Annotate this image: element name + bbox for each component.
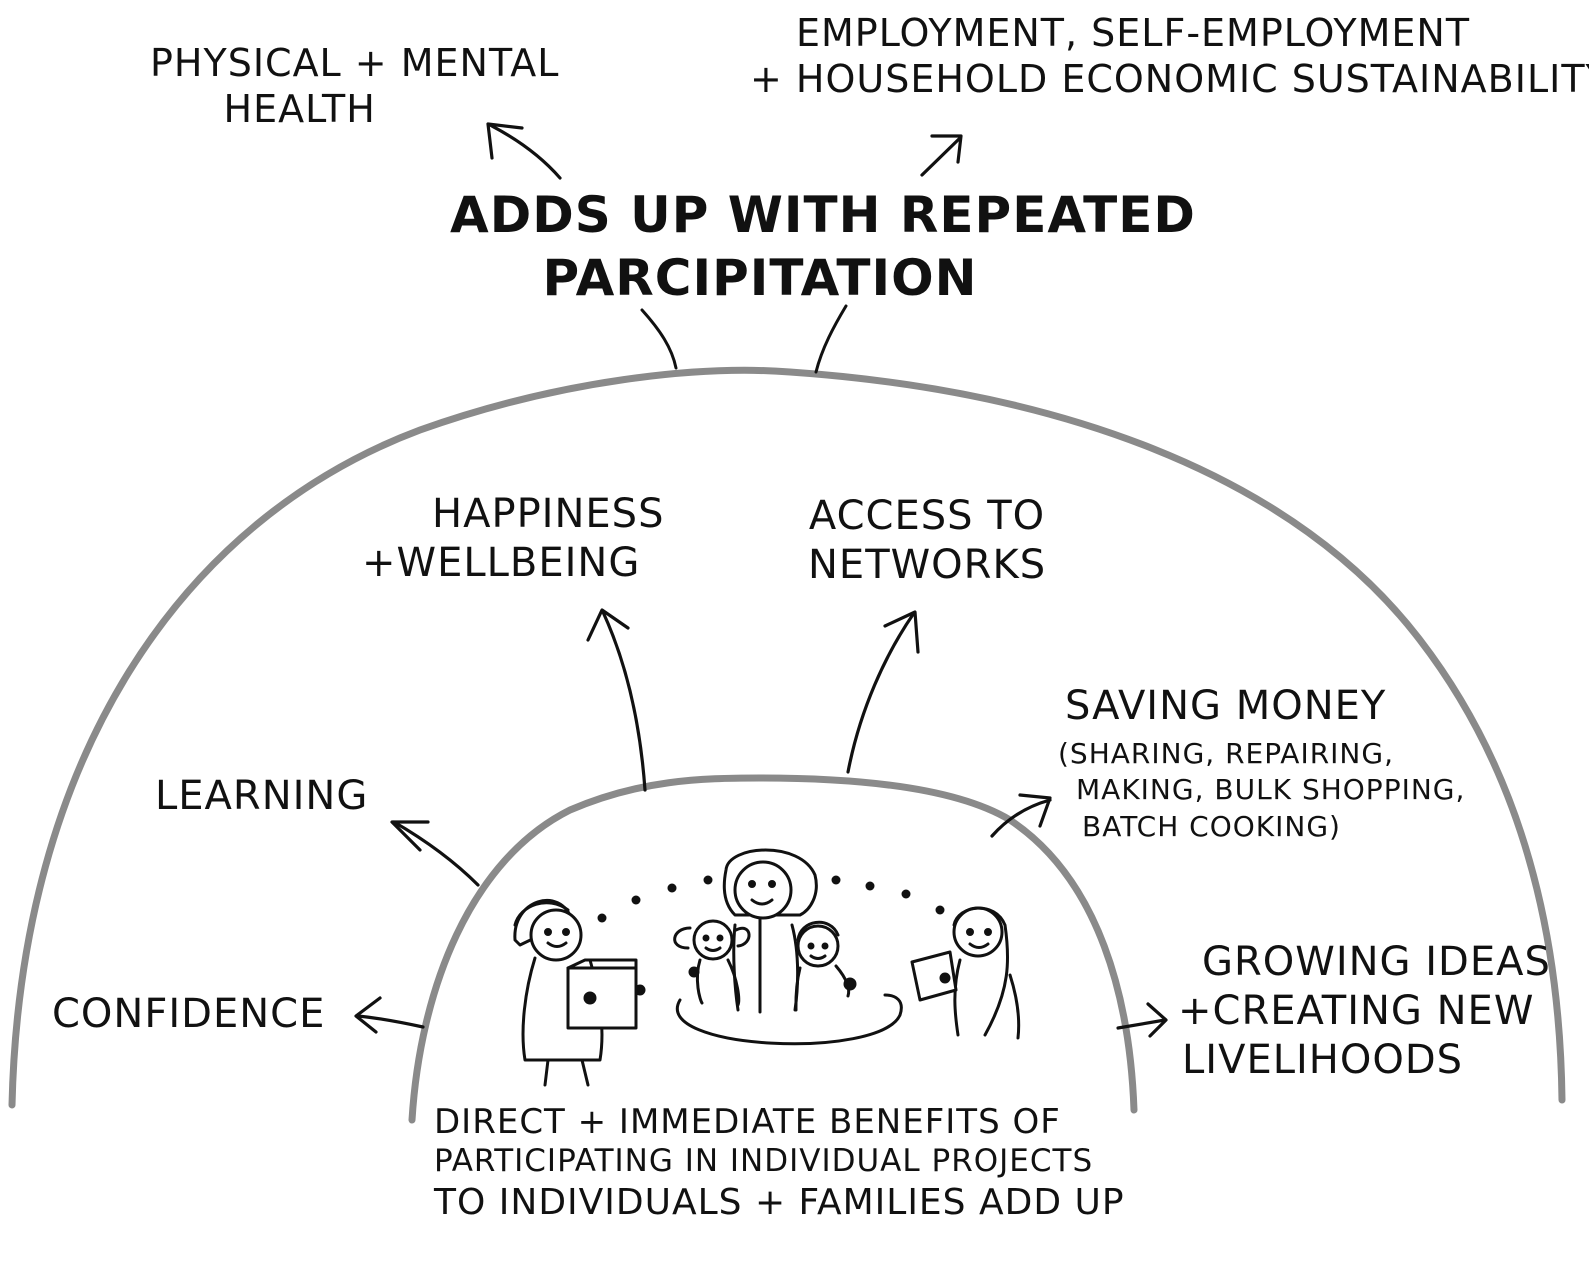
growing-ideas-line-2: +CREATING NEW (1178, 987, 1535, 1034)
arrow-to-confidence (354, 996, 425, 1034)
saving-money-detail-line-1: (SHARING, REPAIRING, (1058, 737, 1394, 770)
health-outcome-label: PHYSICAL + MENTAL HEALTH (150, 40, 559, 133)
caption-line-3: TO INDIVIDUALS + FAMILIES ADD UP (434, 1182, 1125, 1224)
caption: DIRECT + IMMEDIATE BENEFITS OF PARTICIPA… (434, 1102, 1125, 1225)
employment-outcome-label: EMPLOYMENT, SELF-EMPLOYMENT + HOUSEHOLD … (750, 10, 1589, 103)
child-left-figure (673, 919, 751, 1007)
confidence-label: CONFIDENCE (52, 991, 326, 1037)
headline-line-1: ADDS UP WITH REPEATED (450, 186, 1196, 244)
arrow-to-saving-money (990, 793, 1052, 838)
saving-money-label: SAVING MONEY (1065, 683, 1387, 729)
arrow-to-employment (920, 134, 963, 177)
arrow-to-health (486, 122, 562, 180)
person-with-box (513, 898, 646, 1087)
employment-outcome-line-1: EMPLOYMENT, SELF-EMPLOYMENT (796, 11, 1471, 55)
saving-money-detail-line-2: MAKING, BULK SHOPPING, (1076, 773, 1466, 807)
arrow-to-learning (390, 820, 480, 887)
outer-dome (8, 366, 1566, 1109)
networks-line-1: ACCESS TO (808, 493, 1046, 539)
inner-dome (408, 774, 1138, 1124)
growing-ideas-label: GROWING IDEAS +CREATING NEW LIVELIHOODS (1178, 938, 1551, 1084)
happiness-line-2: +WELLBEING (362, 539, 641, 586)
headline-line-2: PARCIPITATION (542, 248, 978, 307)
growing-ideas-line-1: GROWING IDEAS (1202, 939, 1551, 985)
networks-line-2: NETWORKS (808, 541, 1047, 588)
saving-money-detail-line-3: BATCH COOKING) (1082, 809, 1341, 843)
arrow-to-networks (846, 610, 920, 774)
arrow-to-growing-ideas (1116, 1002, 1168, 1038)
headline-connectors (640, 304, 848, 374)
ground-oval (675, 993, 903, 1046)
arrow-to-happiness (586, 608, 647, 792)
learning-label: LEARNING (155, 773, 369, 819)
saving-money-detail: (SHARING, REPAIRING, MAKING, BULK SHOPPI… (1058, 736, 1465, 845)
happiness-line-1: HAPPINESS (432, 491, 665, 537)
employment-outcome-line-2: + HOUSEHOLD ECONOMIC SUSTAINABILITY (750, 57, 1589, 102)
people-illustration (513, 848, 1021, 1087)
growing-ideas-line-3: LIVELIHOODS (1182, 1036, 1464, 1083)
caption-line-1: DIRECT + IMMEDIATE BENEFITS OF (434, 1102, 1061, 1142)
health-outcome-line-1: PHYSICAL + MENTAL (150, 41, 560, 85)
happiness-label: HAPPINESS +WELLBEING (362, 490, 664, 588)
headline: ADDS UP WITH REPEATED PARCIPITATION (450, 184, 1196, 309)
health-outcome-line-2: HEALTH (223, 87, 376, 132)
person-with-book (910, 906, 1021, 1040)
networks-label: ACCESS TO NETWORKS (808, 492, 1046, 590)
dotted-arc (597, 875, 945, 923)
child-right-figure (794, 920, 857, 1012)
caption-line-2: PARTICIPATING IN INDIVIDUAL PROJECTS (434, 1143, 1094, 1180)
